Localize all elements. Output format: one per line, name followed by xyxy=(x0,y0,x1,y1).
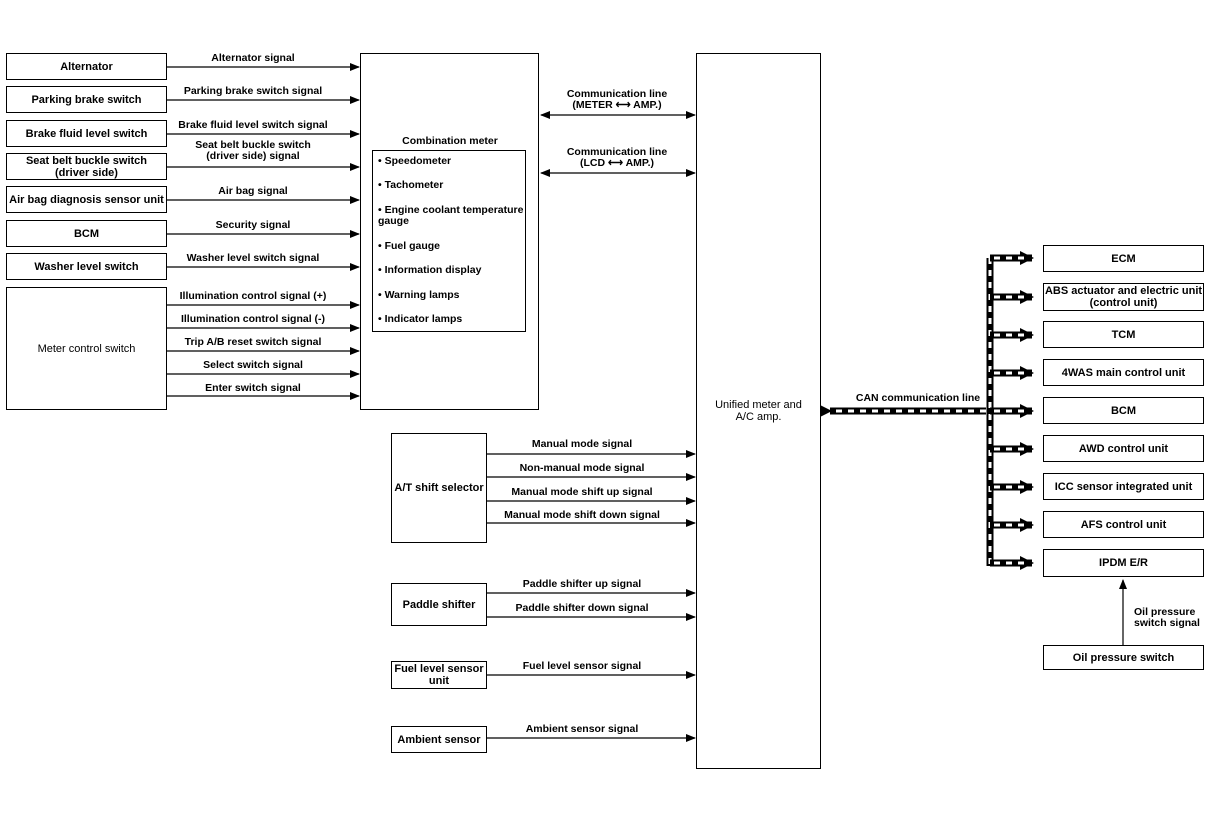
bcm-left-label: BCM xyxy=(73,227,100,240)
alternator-box: Alternator xyxy=(6,53,167,80)
item-tachometer-text: Tachometer xyxy=(384,179,444,191)
alternator-signal-label: Alternator signal xyxy=(211,52,295,64)
can-unit-4was: 4WAS main control unit xyxy=(1043,359,1204,386)
seat-belt-buckle-switch-box: Seat belt buckle switch (driver side) xyxy=(6,153,167,180)
item-information-display: • Information display xyxy=(378,264,482,276)
can-unit-icc: ICC sensor integrated unit xyxy=(1043,473,1204,500)
ambient-sensor-label: Ambient sensor xyxy=(397,733,481,746)
item-warning-lamps: • Warning lamps xyxy=(378,289,460,301)
comm-line-lcd-label: Communication line (LCD ⟷ AMP.) xyxy=(566,146,668,169)
can-unit-abs-label: ABS actuator and electric unit (control … xyxy=(1044,285,1203,309)
illumination-plus-signal-label: Illumination control signal (+) xyxy=(179,290,327,302)
can-unit-afs-label: AFS control unit xyxy=(1080,518,1167,531)
meter-control-switch-label: Meter control switch xyxy=(37,342,136,355)
combination-meter-title: Combination meter xyxy=(402,135,498,147)
can-communication-line-label: CAN communication line xyxy=(855,392,981,404)
oil-pressure-switch-label: Oil pressure switch xyxy=(1072,651,1175,664)
item-information-display-text: Information display xyxy=(384,264,482,276)
can-unit-awd-label: AWD control unit xyxy=(1078,442,1169,455)
brake-fluid-level-switch-label: Brake fluid level switch xyxy=(25,127,148,140)
can-unit-afs: AFS control unit xyxy=(1043,511,1204,538)
paddle-up-signal-label: Paddle shifter up signal xyxy=(522,578,642,590)
item-indicator-lamps-text: Indicator lamps xyxy=(384,313,463,325)
air-bag-diagnosis-sensor-unit-label: Air bag diagnosis sensor unit xyxy=(9,193,164,206)
can-unit-abs: ABS actuator and electric unit (control … xyxy=(1043,283,1204,311)
fuel-level-sensor-label: Fuel level sensor unit xyxy=(394,663,484,687)
paddle-shifter-label: Paddle shifter xyxy=(402,598,476,611)
combination-meter-box xyxy=(360,53,539,410)
fuel-level-signal-label: Fuel level sensor signal xyxy=(522,660,642,672)
can-unit-tcm-label: TCM xyxy=(1111,328,1136,341)
can-unit-tcm: TCM xyxy=(1043,321,1204,348)
item-warning-lamps-text: Warning lamps xyxy=(384,289,460,301)
shift-up-signal-label: Manual mode shift up signal xyxy=(511,486,653,498)
manual-mode-signal-label: Manual mode signal xyxy=(531,438,633,450)
can-unit-icc-label: ICC sensor integrated unit xyxy=(1054,480,1193,493)
parking-brake-signal-label: Parking brake switch signal xyxy=(183,85,323,97)
seat-belt-buckle-switch-label: Seat belt buckle switch (driver side) xyxy=(25,154,148,179)
at-shift-selector-box: A/T shift selector xyxy=(391,433,487,543)
combination-meter-items-box xyxy=(372,150,526,332)
meter-control-switch-box: Meter control switch xyxy=(6,287,167,410)
paddle-shifter-box: Paddle shifter xyxy=(391,583,487,626)
item-engine-coolant-text: Engine coolant temperature gauge xyxy=(378,204,524,227)
can-unit-bcm-label: BCM xyxy=(1110,404,1137,417)
oil-pressure-switch-box: Oil pressure switch xyxy=(1043,645,1204,670)
brake-fluid-signal-label: Brake fluid level switch signal xyxy=(178,119,328,131)
washer-level-switch-label: Washer level switch xyxy=(34,260,139,273)
can-unit-4was-label: 4WAS main control unit xyxy=(1061,366,1186,379)
oil-pressure-signal-label: Oil pressure switch signal xyxy=(1134,606,1200,629)
ambient-signal-label: Ambient sensor signal xyxy=(525,723,639,735)
item-fuel-gauge-text: Fuel gauge xyxy=(384,240,441,252)
can-bus xyxy=(814,251,1034,570)
at-shift-selector-label: A/T shift selector xyxy=(394,482,484,494)
air-bag-diagnosis-sensor-unit-box: Air bag diagnosis sensor unit xyxy=(6,186,167,213)
can-unit-ecm: ECM xyxy=(1043,245,1204,272)
security-signal-label: Security signal xyxy=(215,219,291,231)
enter-switch-signal-label: Enter switch signal xyxy=(205,382,301,394)
air-bag-signal-label: Air bag signal xyxy=(218,185,288,197)
can-unit-ecm-label: ECM xyxy=(1111,252,1136,265)
unified-meter-box: Unified meter and A/C amp. xyxy=(696,53,821,769)
select-switch-signal-label: Select switch signal xyxy=(203,359,303,371)
can-unit-ipdm: IPDM E/R xyxy=(1043,549,1204,577)
item-tachometer: • Tachometer xyxy=(378,179,444,191)
shift-down-signal-label: Manual mode shift down signal xyxy=(504,509,660,521)
ambient-sensor-box: Ambient sensor xyxy=(391,726,487,753)
fuel-level-sensor-box: Fuel level sensor unit xyxy=(391,661,487,689)
alternator-label: Alternator xyxy=(60,60,113,73)
non-manual-mode-signal-label: Non-manual mode signal xyxy=(519,462,645,474)
parking-brake-switch-label: Parking brake switch xyxy=(31,93,142,106)
seat-belt-signal-label: Seat belt buckle switch (driver side) si… xyxy=(195,139,311,162)
comm-line-meter-label: Communication line (METER ⟷ AMP.) xyxy=(566,88,668,111)
item-speedometer: • Speedometer xyxy=(378,155,452,167)
washer-signal-label: Washer level switch signal xyxy=(186,252,320,264)
trip-reset-signal-label: Trip A/B reset switch signal xyxy=(184,336,322,348)
parking-brake-switch-box: Parking brake switch xyxy=(6,86,167,113)
washer-level-switch-box: Washer level switch xyxy=(6,253,167,280)
brake-fluid-level-switch-box: Brake fluid level switch xyxy=(6,120,167,147)
can-unit-awd: AWD control unit xyxy=(1043,435,1204,462)
unified-meter-label: Unified meter and A/C amp. xyxy=(715,399,802,423)
item-speedometer-text: Speedometer xyxy=(384,155,452,167)
can-unit-bcm: BCM xyxy=(1043,397,1204,424)
item-fuel-gauge: • Fuel gauge xyxy=(378,240,441,252)
paddle-down-signal-label: Paddle shifter down signal xyxy=(515,602,649,614)
item-indicator-lamps: • Indicator lamps xyxy=(378,313,463,325)
illumination-minus-signal-label: Illumination control signal (-) xyxy=(180,313,326,325)
can-unit-ipdm-label: IPDM E/R xyxy=(1099,557,1148,569)
item-engine-coolant: • Engine coolant temperature gauge xyxy=(378,204,524,227)
bcm-left-box: BCM xyxy=(6,220,167,247)
